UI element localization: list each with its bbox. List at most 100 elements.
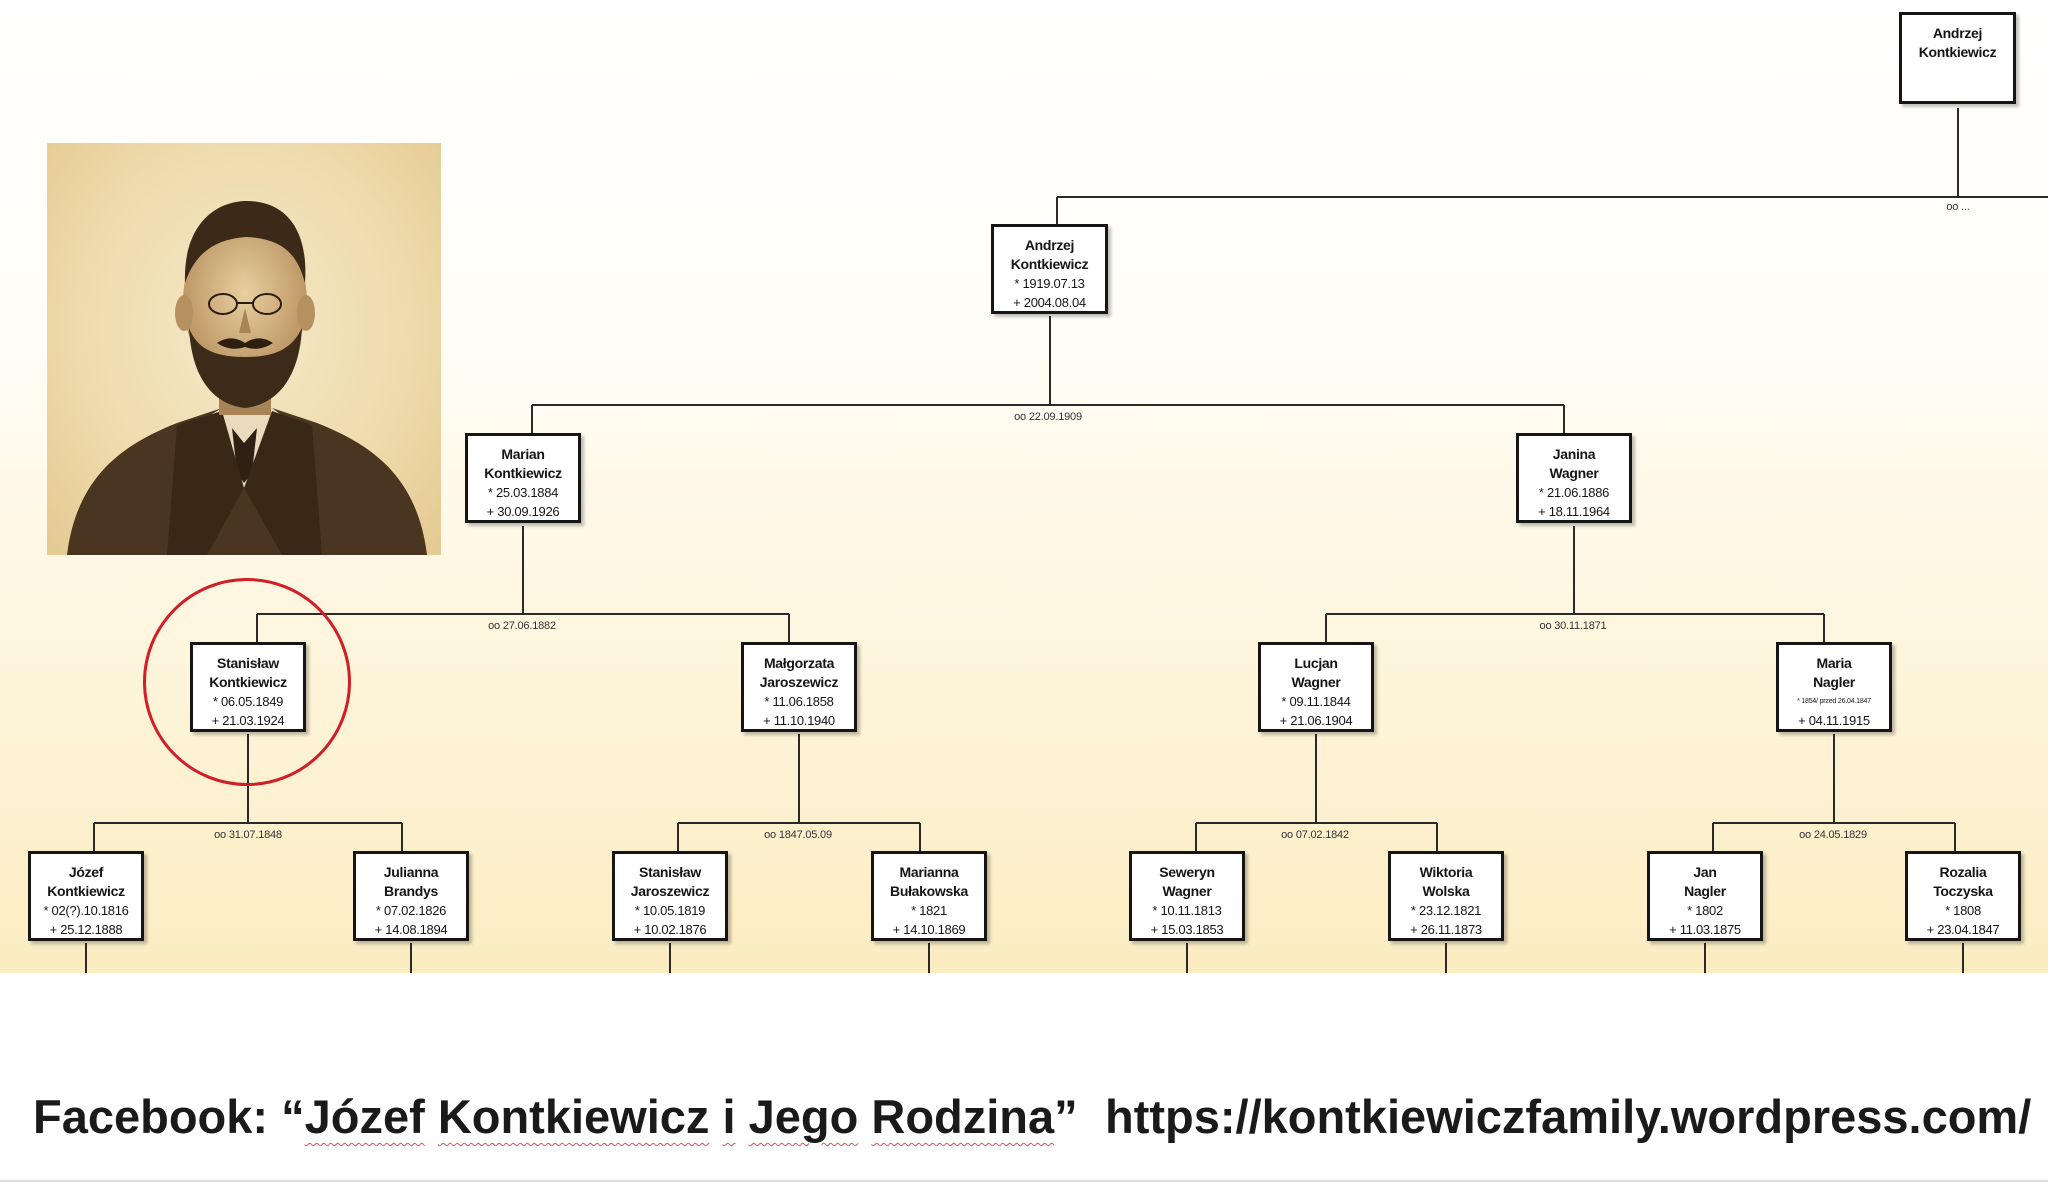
person-box[interactable]: Stanisław Jaroszewicz * 10.05.1819 + 10.… <box>612 851 728 941</box>
first-name: Stanisław <box>639 864 701 880</box>
death-date: + 30.09.1926 <box>486 504 560 519</box>
first-name: Andrzej <box>1932 25 1983 41</box>
person-box[interactable]: Józef Kontkiewicz * 02(?).10.1816 + 25.1… <box>28 851 144 941</box>
marriage-label: oo 31.07.1848 <box>214 829 282 841</box>
first-name: Józef <box>68 864 104 880</box>
person-box[interactable]: Julianna Brandys * 07.02.1826 + 14.08.18… <box>353 851 469 941</box>
bottom-divider <box>0 1180 2048 1182</box>
marriage-label: oo 24.05.1829 <box>1799 829 1867 841</box>
birth-date: * 1854/ przed 26.04.1847 <box>1797 698 1871 705</box>
facebook-word: Józef <box>304 1090 425 1143</box>
death-date: + 2004.08.04 <box>1013 295 1086 310</box>
marriage-label: oo 22.09.1909 <box>1014 411 1082 423</box>
portrait-photo <box>47 143 441 555</box>
marriage-label: oo 30.11.1871 <box>1539 620 1607 632</box>
marriage-label: oo 1847.05.09 <box>764 829 832 841</box>
death-date: + 23.04.1847 <box>1926 922 2000 937</box>
highlight-circle <box>143 578 351 786</box>
birth-date: * 07.02.1826 <box>375 903 447 918</box>
person-box[interactable]: Janina Wagner * 21.06.1886 + 18.11.1964 <box>1516 433 1632 523</box>
death-date: + 11.10.1940 <box>763 713 835 728</box>
marriage-label: oo 07.02.1842 <box>1281 829 1349 841</box>
last-name: Wagner <box>1549 465 1599 481</box>
first-name: Seweryn <box>1159 864 1215 880</box>
birth-date: * 1808 <box>1945 903 1981 918</box>
first-name: Małgorzata <box>763 655 835 671</box>
person-box[interactable]: Marian Kontkiewicz * 25.03.1884 + 30.09.… <box>465 433 581 523</box>
facebook-word: Kontkiewicz <box>437 1090 710 1143</box>
death-date: + 21.06.1904 <box>1279 713 1353 728</box>
person-box[interactable]: Rozalia Toczyska * 1808 + 23.04.1847 <box>1905 851 2021 941</box>
person-box[interactable]: Seweryn Wagner * 10.11.1813 + 15.03.1853 <box>1129 851 1245 941</box>
person-box[interactable]: Andrzej Kontkiewicz * 1919.07.13 + 2004.… <box>991 224 1108 314</box>
facebook-word: Jego <box>748 1090 859 1143</box>
last-name: Kontkiewicz <box>1010 256 1089 272</box>
person-box[interactable]: Andrzej Kontkiewicz <box>1899 12 2016 104</box>
last-name: Nagler <box>1813 674 1855 690</box>
death-date: + 15.03.1853 <box>1150 922 1224 937</box>
marriage-label: oo 27.06.1882 <box>488 620 556 632</box>
last-name: Kontkiewicz <box>1918 44 1997 60</box>
first-name: Julianna <box>383 864 439 880</box>
birth-date: * 1821 <box>911 903 947 918</box>
last-name: Wagner <box>1162 883 1212 899</box>
last-name: Jaroszewicz <box>630 883 710 899</box>
last-name: Nagler <box>1684 883 1726 899</box>
death-date: + 25.12.1888 <box>49 922 123 937</box>
birth-date: * 1919.07.13 <box>1014 276 1085 291</box>
family-tree-canvas: Andrzej Kontkiewicz oo ... Andrzej Kontk… <box>0 0 2048 973</box>
facebook-label: Facebook: “Józef Kontkiewicz i Jego Rodz… <box>33 1087 1078 1147</box>
first-name: Marian <box>501 446 545 462</box>
death-date: + 21.03.1924 <box>211 713 285 728</box>
death-date: + 14.10.1869 <box>892 922 966 937</box>
person-box[interactable]: Jan Nagler * 1802 + 11.03.1875 <box>1647 851 1763 941</box>
death-date: + 14.08.1894 <box>374 922 448 937</box>
birth-date: * 10.11.1813 <box>1152 903 1222 918</box>
person-box[interactable]: Marianna Bułakowska * 1821 + 14.10.1869 <box>871 851 987 941</box>
first-name: Lucjan <box>1294 655 1338 671</box>
person-box[interactable]: Lucjan Wagner * 09.11.1844 + 21.06.1904 <box>1258 642 1374 732</box>
birth-date: * 1802 <box>1687 903 1723 918</box>
person-box[interactable]: Wiktoria Wolska * 23.12.1821 + 26.11.187… <box>1388 851 1504 941</box>
first-name: Janina <box>1552 446 1596 462</box>
first-name: Jan <box>1693 864 1717 880</box>
birth-date: * 10.05.1819 <box>634 903 706 918</box>
first-name: Rozalia <box>1939 864 1987 880</box>
first-name: Wiktoria <box>1419 864 1473 880</box>
last-name: Kontkiewicz <box>209 674 287 690</box>
last-name: Brandys <box>384 883 438 899</box>
facebook-prefix: Facebook: “ <box>33 1090 305 1143</box>
birth-date: * 02(?).10.1816 <box>43 903 129 918</box>
birth-date: * 06.05.1849 <box>212 694 284 709</box>
last-name: Wagner <box>1291 674 1341 690</box>
first-name: Maria <box>1816 655 1852 671</box>
birth-date: * 23.12.1821 <box>1410 903 1482 918</box>
birth-date: * 11.06.1858 <box>764 694 834 709</box>
death-date: + 26.11.1873 <box>1410 922 1482 937</box>
last-name: Jaroszewicz <box>759 674 839 690</box>
death-date: + 10.02.1876 <box>633 922 707 937</box>
first-name: Marianna <box>899 864 959 880</box>
facebook-word: i <box>722 1090 736 1143</box>
death-date: + 04.11.1915 <box>1798 713 1870 728</box>
death-date: + 18.11.1964 <box>1538 504 1610 519</box>
last-name: Kontkiewicz <box>484 465 562 481</box>
last-name: Kontkiewicz <box>47 883 125 899</box>
person-box[interactable]: Stanisław Kontkiewicz * 06.05.1849 + 21.… <box>190 642 306 732</box>
person-box[interactable]: Maria Nagler * 1854/ przed 26.04.1847 + … <box>1776 642 1892 732</box>
first-name: Stanisław <box>217 655 279 671</box>
person-box[interactable]: Małgorzata Jaroszewicz * 11.06.1858 + 11… <box>741 642 857 732</box>
first-name: Andrzej <box>1024 237 1075 253</box>
birth-date: * 21.06.1886 <box>1538 485 1610 500</box>
last-name: Bułakowska <box>890 883 968 899</box>
facebook-suffix: ” <box>1054 1090 1078 1143</box>
birth-date: * 09.11.1844 <box>1281 694 1351 709</box>
facebook-word: Rodzina <box>871 1090 1055 1143</box>
last-name: Wolska <box>1422 883 1470 899</box>
birth-date: * 25.03.1884 <box>487 485 559 500</box>
tree-connector-lines <box>85 108 2048 973</box>
marriage-label: oo ... <box>1946 201 1970 213</box>
last-name: Toczyska <box>1933 883 1993 899</box>
website-link[interactable]: https://kontkiewiczfamily.wordpress.com/ <box>1105 1090 2032 1143</box>
death-date: + 11.03.1875 <box>1669 922 1741 937</box>
